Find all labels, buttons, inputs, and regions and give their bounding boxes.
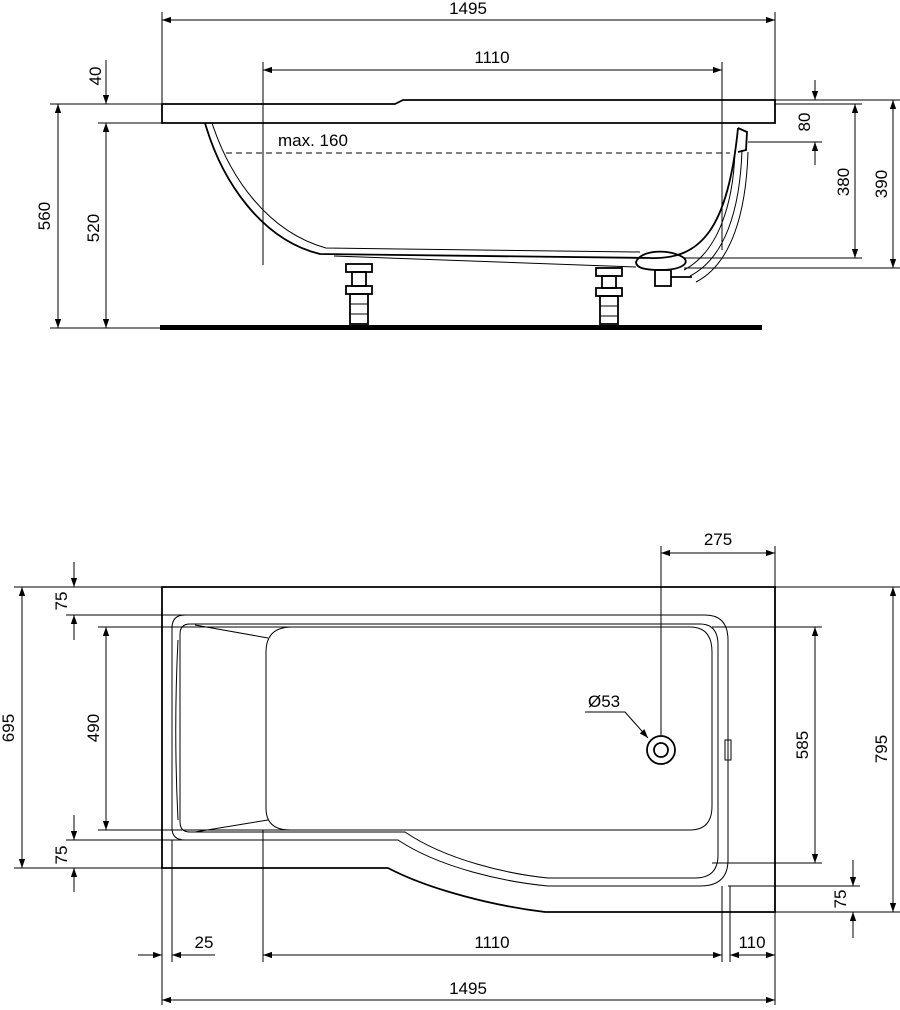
bath-inner-outline [211, 122, 641, 253]
dim-overall-length-top: 1495 [449, 979, 487, 998]
bath-floor-area [265, 626, 713, 831]
dim-left-offset: 25 [195, 933, 214, 952]
bath-inner-outline [171, 614, 729, 887]
waste-fitting [635, 250, 687, 271]
bath-body-outline [204, 122, 739, 259]
overflow-pipe [695, 151, 749, 283]
dim-waste-offset: 275 [704, 530, 732, 549]
dim-rim-top-width: 75 [52, 592, 71, 611]
dim-rim-height: 520 [84, 214, 103, 242]
dim-rim-bottom-width: 75 [52, 846, 71, 865]
bath-leg-left [345, 263, 373, 325]
dim-total-width: 795 [872, 735, 891, 763]
floor-line [160, 325, 762, 330]
dim-overall-length: 1495 [449, 0, 487, 18]
max-fill-label: max. 160 [278, 131, 348, 150]
side-view: 1495 1110 40 560 520 max. 160 [35, 0, 900, 330]
top-view: Ø53 275 695 75 490 75 [0, 530, 900, 1005]
bath-leg-right [595, 267, 623, 325]
overflow-fitting [737, 127, 748, 153]
dim-inner-length-top: 1110 [474, 933, 509, 952]
bath-outer-outline [161, 586, 776, 913]
dim-narrow-width: 695 [0, 714, 18, 742]
dim-rim-thickness: 40 [86, 67, 105, 86]
waste-diameter-leader [585, 711, 649, 739]
backrest-line [175, 639, 179, 821]
dim-rim-right-width: 75 [831, 890, 850, 909]
dim-waste-diameter: Ø53 [588, 692, 620, 711]
dim-overflow-drop: 80 [795, 113, 814, 132]
bath-inner-outline [179, 623, 719, 879]
dim-right-offset: 110 [738, 933, 765, 952]
overflow-pipe [683, 151, 736, 271]
waste-hole-inner [653, 742, 669, 758]
dim-inner-length: 1110 [474, 48, 509, 67]
dim-waste-height-inner: 380 [834, 168, 853, 196]
overflow-marker [724, 739, 732, 761]
bath-rim [161, 99, 776, 124]
bath-base-line [333, 255, 637, 268]
dim-total-height: 560 [35, 202, 54, 230]
waste-hole-outer [646, 735, 676, 765]
dim-inner-width-wide: 585 [793, 731, 812, 759]
dim-inner-width-narrow: 490 [84, 714, 103, 742]
dim-waste-height-outer: 390 [872, 170, 891, 198]
waste-trap [654, 269, 672, 287]
